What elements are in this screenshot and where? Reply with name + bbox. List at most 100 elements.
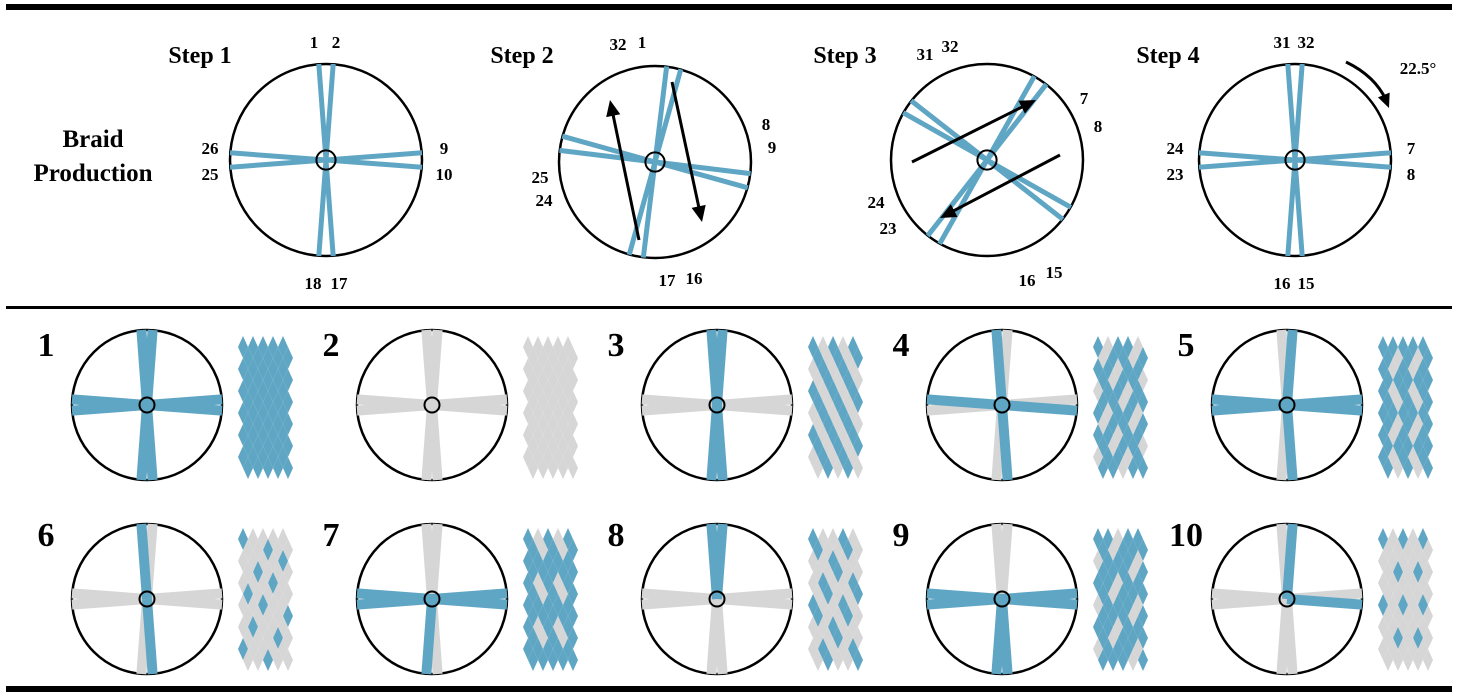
pattern-2: 2 — [323, 327, 578, 482]
arm-right-lower — [1001, 594, 1078, 610]
carrier-number: 1 — [310, 33, 319, 52]
carrier-number: 9 — [440, 139, 449, 158]
carrier-number: 7 — [1407, 139, 1416, 158]
carrier-number: 26 — [202, 139, 219, 158]
arm-top-right — [142, 329, 158, 406]
carrier-number: 1 — [638, 33, 647, 52]
arm-left-lower — [356, 400, 433, 416]
carrier-number: 24 — [536, 191, 554, 210]
arm-left-lower — [1211, 594, 1288, 610]
pattern-disc — [70, 522, 224, 676]
rotation-arrow-head — [1377, 92, 1390, 108]
braid-pattern-swatch — [238, 336, 293, 479]
diamond — [263, 457, 273, 479]
pattern-number: 8 — [608, 517, 625, 554]
arm-bottom-left — [991, 598, 1007, 675]
diamond — [283, 649, 293, 671]
pattern-disc — [355, 522, 509, 676]
diamond — [1128, 457, 1138, 479]
pattern-8: 8 — [608, 517, 863, 676]
pattern-number: 2 — [323, 327, 340, 364]
braid-pattern-swatch — [1378, 528, 1433, 671]
arrow-shaft — [948, 153, 1061, 215]
arm-bottom-left — [136, 404, 152, 481]
center-hub — [1284, 149, 1306, 171]
diamond — [1383, 649, 1393, 671]
center-hub — [644, 151, 666, 173]
diamond — [1413, 649, 1423, 671]
carrier-number: 15 — [1046, 263, 1063, 282]
diamond — [823, 457, 833, 479]
arm-top-right — [712, 523, 728, 600]
arm-left-upper — [926, 394, 1003, 410]
diamond — [1393, 649, 1403, 671]
diamond — [273, 457, 283, 479]
center-hub — [315, 149, 337, 171]
pattern-number: 9 — [893, 517, 910, 554]
pattern-9: 9 — [893, 517, 1148, 676]
diamond — [1423, 649, 1433, 671]
arm-left-lower — [641, 400, 718, 416]
diamond — [253, 457, 263, 479]
center-hub — [423, 590, 441, 608]
arm-left-lower — [926, 594, 1003, 610]
diamond — [1138, 649, 1148, 671]
arm-right-lower — [654, 159, 749, 191]
diamond — [243, 649, 253, 671]
arrow-head — [691, 204, 706, 222]
braid-pattern-swatch — [523, 528, 578, 671]
diamond — [1413, 457, 1423, 479]
pattern-disc — [1210, 522, 1364, 676]
arm-top-right — [427, 329, 443, 406]
diamond — [558, 457, 568, 479]
diamond — [1108, 649, 1118, 671]
braid-pattern-swatch — [808, 528, 863, 671]
pattern-disc — [1210, 328, 1364, 482]
arm-top-right — [1282, 523, 1298, 600]
diamond — [843, 649, 853, 671]
center-hub — [993, 396, 1011, 414]
center-hub — [708, 396, 726, 414]
arm-top-left — [991, 329, 1007, 406]
diamond — [853, 649, 863, 671]
diamond — [538, 649, 548, 671]
diamond — [1423, 457, 1433, 479]
arm-bottom-left — [706, 598, 722, 675]
diamond — [568, 457, 578, 479]
diamond — [548, 457, 558, 479]
braid-pattern-swatch — [1093, 528, 1148, 671]
arm-bottom-left — [421, 404, 437, 481]
diamond — [833, 457, 843, 479]
pattern-number: 3 — [608, 327, 625, 364]
carrier-number: 18 — [305, 274, 322, 293]
pattern-number: 4 — [893, 327, 910, 364]
diamond — [243, 457, 253, 479]
arm-left-lower — [71, 400, 148, 416]
carrier-number: 24 — [1167, 139, 1185, 158]
rotation-label: 22.5° — [1400, 59, 1437, 78]
carrier-number: 10 — [436, 165, 453, 184]
arm-bottom-left — [1285, 159, 1298, 257]
diamond — [1118, 457, 1128, 479]
arm-top-right — [427, 523, 443, 600]
arm-right-lower — [325, 157, 423, 170]
arrow-head — [606, 100, 621, 118]
carrier-number: 32 — [1298, 33, 1315, 52]
arm-left-lower — [641, 594, 718, 610]
diamond — [833, 649, 843, 671]
arm-right-lower — [1001, 400, 1078, 416]
arm-right-lower — [1286, 400, 1363, 416]
diamond — [283, 457, 293, 479]
pattern-disc — [355, 328, 509, 482]
pattern-disc — [925, 328, 1079, 482]
pattern-10: 10 — [1169, 517, 1433, 676]
carrier-number: 23 — [880, 219, 897, 238]
arm-left-lower — [229, 157, 327, 170]
arm-bottom-right — [142, 598, 158, 675]
carrier-number: 8 — [1094, 117, 1103, 136]
